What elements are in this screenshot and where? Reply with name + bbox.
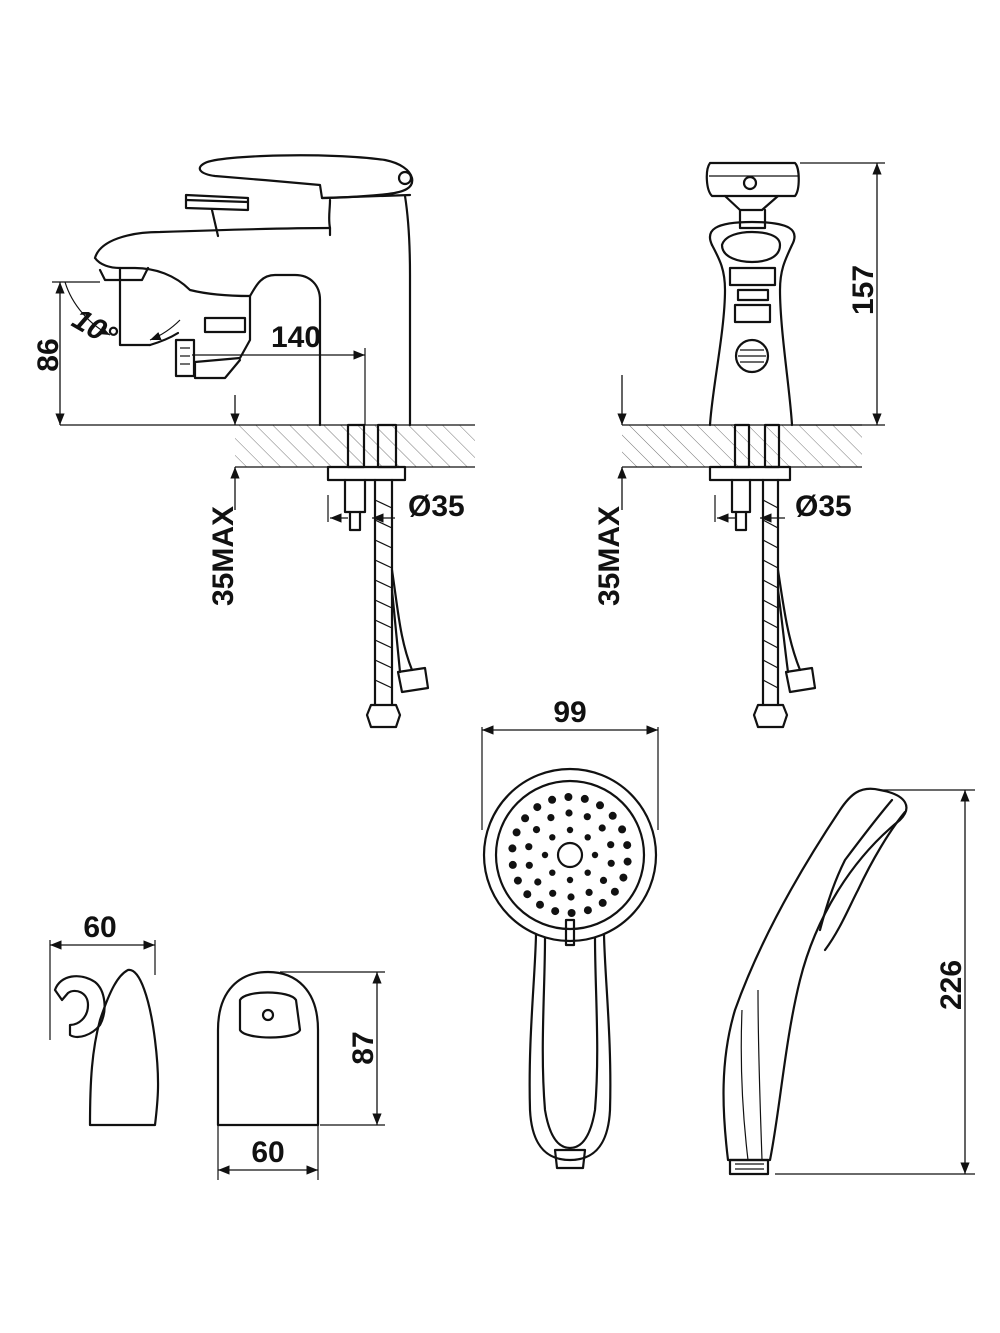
nozzle-dot — [610, 887, 619, 896]
side-hole-label: Ø35 — [795, 490, 852, 523]
nozzle-dot — [607, 859, 615, 867]
nozzle-dot — [598, 824, 606, 832]
nozzle-dot — [580, 794, 589, 803]
bracket-height-dimension: 87 — [280, 971, 385, 1126]
nozzle-dot — [584, 869, 591, 876]
shower-length-label: 226 — [935, 960, 968, 1010]
side-thickness-dimension: 35MAX — [593, 375, 627, 606]
front-hole-dimension: Ø35 — [327, 490, 465, 523]
bracket-width-label: 60 — [251, 1136, 284, 1169]
nozzle-dot — [549, 834, 556, 841]
nozzle-dot — [512, 828, 521, 837]
nozzle-dot — [508, 860, 517, 869]
side-hole-dimension: Ø35 — [714, 490, 852, 523]
shower-holder: 60 — [49, 911, 160, 1127]
front-height-dimension: 86 — [32, 281, 100, 425]
nozzle-dot — [607, 841, 615, 849]
nozzle-dot — [549, 889, 557, 897]
front-faucet-body — [64, 154, 414, 427]
nozzle-dot — [513, 876, 522, 885]
nozzle-dot — [532, 826, 541, 834]
side-height-label: 157 — [847, 265, 880, 315]
front-height-label: 86 — [32, 338, 65, 371]
side-view: 157 35MAX Ø35 — [593, 161, 885, 729]
nozzle-dot — [566, 826, 574, 834]
nozzle-dot — [549, 869, 556, 876]
front-hole-label: Ø35 — [408, 490, 465, 523]
bracket-width-dimension: 60 — [217, 1125, 319, 1180]
side-thickness-label: 35MAX — [593, 506, 626, 606]
side-height-dimension: 157 — [800, 162, 885, 426]
nozzle-dot — [525, 861, 533, 869]
nozzle-dot — [508, 844, 517, 853]
front-view: 86 10° 140 35MAX Ø35 — [32, 154, 475, 729]
nozzle-dot — [585, 888, 593, 897]
side-faucet-body — [705, 161, 800, 427]
nozzle-dot — [608, 811, 617, 820]
nozzle-dot — [583, 813, 591, 821]
nozzle-dot — [598, 898, 607, 907]
nozzle-dot — [548, 795, 557, 804]
nozzle-dot — [623, 841, 632, 850]
nozzle-dot — [599, 876, 608, 885]
wall-bracket: 87 60 — [216, 970, 385, 1180]
nozzle-dot — [536, 900, 544, 909]
nozzle-dot — [591, 851, 599, 859]
shower-head-side: 226 — [722, 787, 975, 1176]
nozzle-dot — [567, 909, 576, 917]
head-diameter-label: 99 — [553, 696, 586, 729]
nozzle-dot — [564, 793, 573, 801]
nozzle-dot — [618, 825, 627, 834]
nozzle-dot — [525, 843, 533, 851]
holder-width-dimension: 60 — [49, 911, 156, 1040]
nozzle-dot — [584, 834, 591, 841]
spout-angle-label: 10° — [67, 302, 124, 354]
nozzle-dot — [566, 876, 574, 884]
nozzle-dot — [547, 814, 555, 822]
side-countertop — [622, 424, 862, 468]
nozzle-dot — [619, 873, 628, 882]
bracket-height-label: 87 — [347, 1031, 380, 1064]
nozzle-dot — [623, 857, 632, 866]
nozzle-dot — [521, 814, 530, 823]
nozzle-dot — [533, 803, 542, 812]
front-countertop — [60, 424, 475, 468]
nozzle-dot — [534, 878, 542, 886]
front-thickness-dimension: 35MAX — [207, 395, 240, 606]
spray-nozzles — [508, 793, 632, 917]
nozzle-dot — [551, 907, 560, 916]
shower-head-front: 99 — [481, 696, 659, 1170]
nozzle-dot — [567, 893, 575, 901]
side-mounting-stud — [708, 423, 817, 729]
nozzle-dot — [523, 890, 532, 899]
head-diameter-dimension: 99 — [481, 696, 659, 830]
nozzle-dot — [541, 851, 549, 859]
holder-width-label: 60 — [83, 911, 116, 944]
front-thickness-label: 35MAX — [207, 506, 240, 606]
spout-reach-dimension: 140 — [192, 321, 366, 425]
nozzle-dot — [596, 801, 604, 810]
nozzle-dot — [583, 906, 592, 915]
front-mounting-stud — [326, 423, 430, 729]
spout-reach-label: 140 — [271, 321, 321, 354]
nozzle-dot — [565, 809, 573, 817]
shower-length-dimension: 226 — [775, 789, 975, 1175]
